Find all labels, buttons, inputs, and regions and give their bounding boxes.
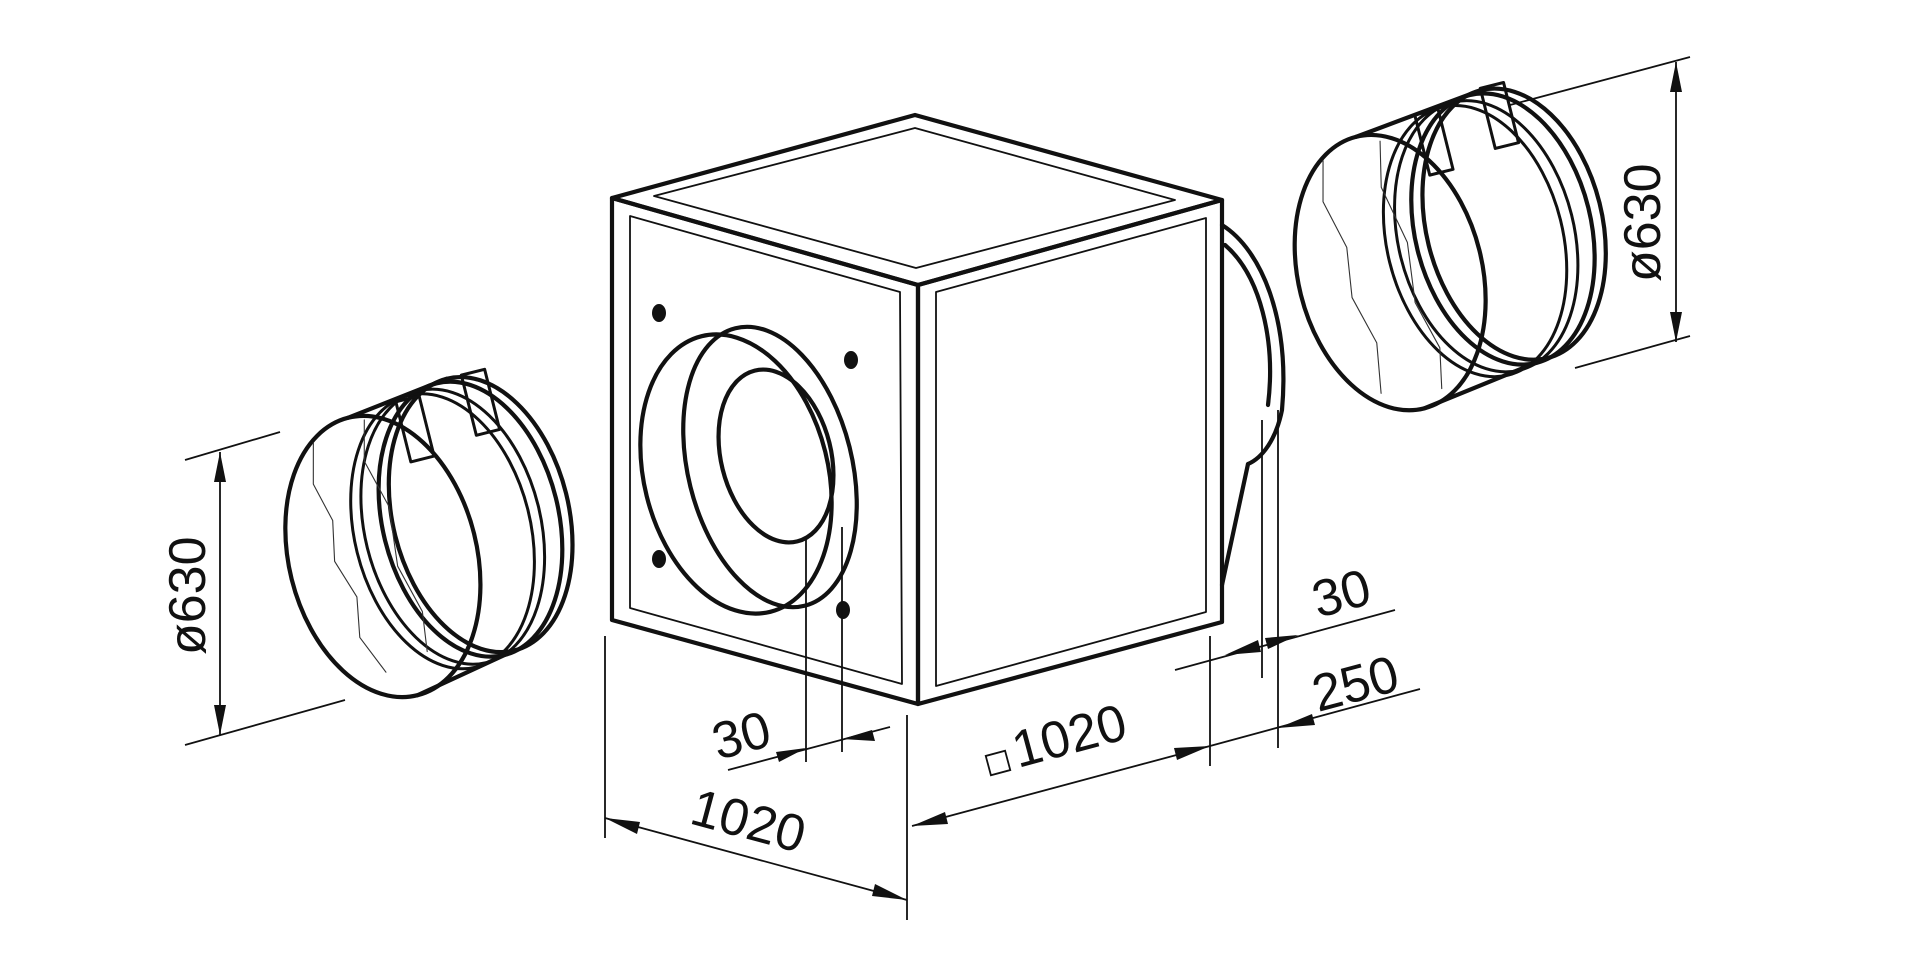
dim-front-spigot-label: 30 xyxy=(706,701,777,772)
right-collar-fabric-fold-2 xyxy=(1379,140,1443,390)
dim-side-spigot-depth-label: 30 xyxy=(1306,559,1377,630)
left-collar-mid-ring-2 xyxy=(349,392,536,671)
left-collar-fabric-fold xyxy=(312,442,387,673)
dim-side-arrow-left xyxy=(912,812,948,826)
front-spigot-inner xyxy=(716,367,836,545)
dim-right-arrow-bottom xyxy=(1670,312,1682,342)
left-collar-top-edge xyxy=(346,376,449,420)
left-clamp-collar xyxy=(283,367,575,700)
box-front-face xyxy=(609,195,921,707)
dim-side-arrow-right xyxy=(1174,746,1210,760)
dim-left-ext-bottom xyxy=(184,699,346,746)
right-collar-fabric-fold xyxy=(1322,159,1382,394)
mount-hole-bottom-left xyxy=(652,550,666,568)
left-collar-bottom-edge xyxy=(415,648,517,698)
right-collar-buckle-2 xyxy=(1478,81,1521,150)
dim-side-spigot-depth: 30 xyxy=(1174,420,1396,678)
fan-box xyxy=(609,112,1286,707)
dim-front-arrow-left xyxy=(605,818,640,834)
square-symbol-icon xyxy=(984,749,1012,777)
dim-right-arrow-top xyxy=(1670,62,1682,92)
right-clamp-collar xyxy=(1292,81,1608,413)
mount-hole-top-left xyxy=(652,304,666,322)
dim-front-spigot: 30 xyxy=(706,527,891,772)
dim-front-arrow-right xyxy=(872,884,907,900)
dim-right-diameter-label: ø630 xyxy=(1614,163,1672,282)
dim-right-diameter: ø630 xyxy=(1509,56,1691,369)
right-collar-bottom-edge xyxy=(1421,355,1550,411)
box-top-face xyxy=(609,112,1225,288)
left-collar-fabric-fold-2 xyxy=(363,419,428,653)
dim-front-line xyxy=(604,817,908,901)
dim-side-spigot-length-label: 250 xyxy=(1306,645,1405,723)
dim-right-ext-bottom xyxy=(1574,335,1691,369)
dim-left-ext-top xyxy=(184,431,281,461)
left-collar-buckle-1 xyxy=(394,394,436,464)
dim-side-square-label: 1020 xyxy=(1006,694,1133,780)
dim-left-arrow-bottom xyxy=(214,705,226,735)
right-collar-back-ring xyxy=(1420,86,1608,362)
dim-right-ext-top xyxy=(1509,56,1691,106)
front-spigot-outer xyxy=(638,332,834,616)
dim-left-diameter: ø630 xyxy=(159,431,346,746)
right-collar-back-ring-2 xyxy=(1409,91,1597,367)
box-side-panel-outline xyxy=(935,217,1207,687)
dim-front-width-label: 1020 xyxy=(685,779,812,865)
side-spigot-lower xyxy=(1219,461,1251,588)
dim-side-spigot-length-arrow xyxy=(1278,714,1315,728)
dim-front-spigot-arrow-2 xyxy=(842,730,875,741)
side-spigot-rim xyxy=(1222,242,1273,408)
box-top-panel xyxy=(653,127,1176,269)
dim-front-spigot-arrow-1 xyxy=(776,748,806,762)
dim-front-width: 1020 xyxy=(604,636,908,920)
mount-hole-bottom-right xyxy=(836,601,850,619)
dim-side-spigot-arrow-1 xyxy=(1225,640,1261,655)
dim-left-arrow-top xyxy=(214,452,226,482)
dim-side-line xyxy=(911,745,1211,827)
dim-side-spigot-length-line xyxy=(1209,688,1421,747)
dim-left-diameter-label: ø630 xyxy=(159,536,217,655)
front-flange xyxy=(681,324,859,610)
side-spigot xyxy=(1219,222,1286,467)
box-side-face xyxy=(915,197,1225,707)
right-collar-buckle-1 xyxy=(1413,107,1455,177)
dim-side-spigot-arrow-2 xyxy=(1265,635,1298,649)
box-front-panel-outline xyxy=(629,215,903,685)
left-collar-buckle-2 xyxy=(459,367,502,437)
mount-hole-top-right xyxy=(844,351,858,369)
